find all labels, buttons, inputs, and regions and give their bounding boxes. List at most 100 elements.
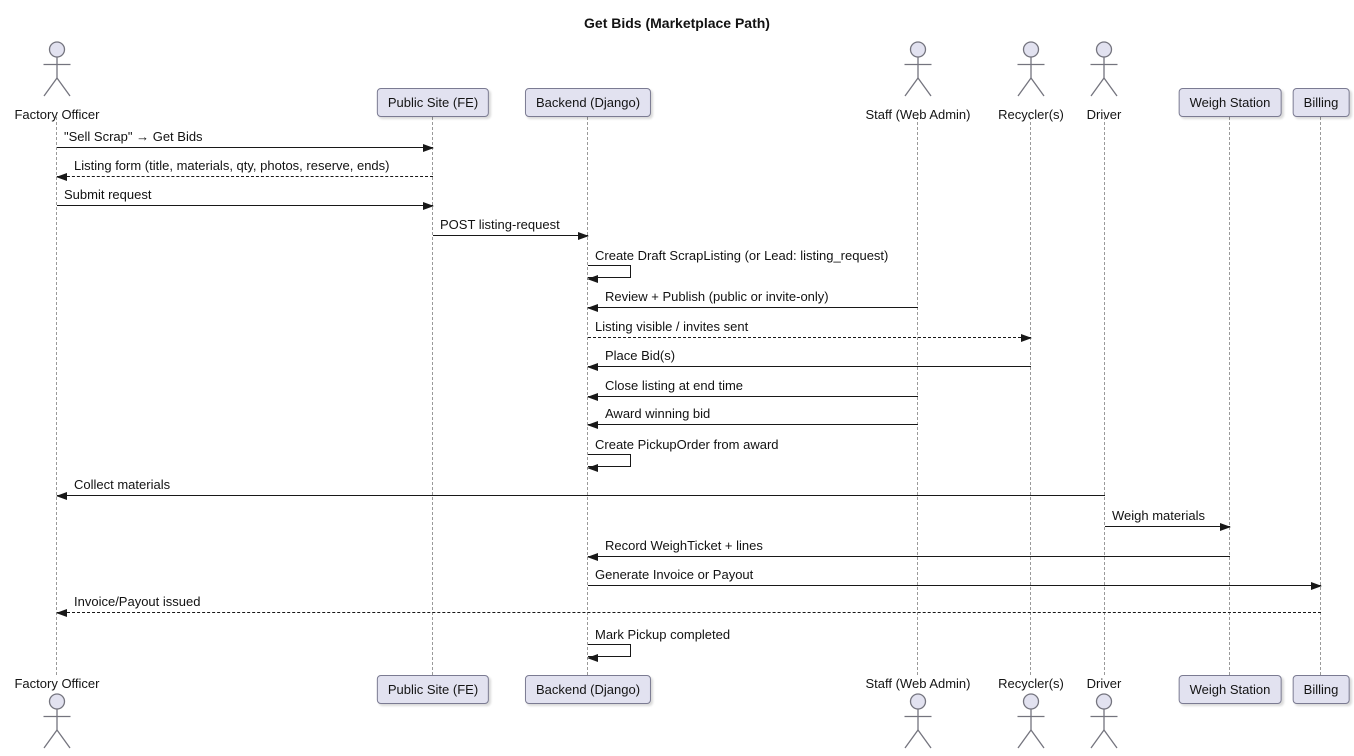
actor-staff-bottom: Staff (Web Admin) bbox=[843, 676, 993, 755]
message-label: Submit request bbox=[64, 187, 152, 202]
self-message-loop bbox=[588, 454, 631, 467]
actor-label: Factory Officer bbox=[14, 107, 100, 122]
actor-staff-top: Staff (Web Admin) bbox=[843, 41, 993, 122]
arrowhead-right-icon bbox=[423, 202, 434, 210]
stick-figure-icon bbox=[43, 41, 71, 97]
arrowhead-left-icon bbox=[587, 654, 598, 662]
message-post-listing-request: POST listing-request bbox=[433, 216, 589, 240]
message-line bbox=[588, 307, 918, 308]
message-label: Collect materials bbox=[74, 477, 171, 492]
arrowhead-right-icon bbox=[578, 232, 589, 240]
message-line bbox=[57, 612, 1321, 613]
stick-figure-icon bbox=[904, 41, 932, 97]
arrowhead-right-icon bbox=[1021, 334, 1032, 342]
stick-figure-icon bbox=[1017, 41, 1045, 97]
message-generate-invoice: Generate Invoice or Payout bbox=[588, 566, 1322, 590]
actor-driver-top: Driver bbox=[1029, 41, 1179, 122]
message-label: Close listing at end time bbox=[605, 378, 744, 393]
actor-driver-bottom: Driver bbox=[1029, 676, 1179, 755]
actor-recycler-top: Recycler(s) bbox=[956, 41, 1106, 122]
arrowhead-left-icon bbox=[587, 275, 598, 283]
actor-label: Recycler(s) bbox=[998, 107, 1064, 122]
message-collect-materials: Collect materials bbox=[56, 476, 1105, 500]
participant-backend-top: Backend (Django) bbox=[524, 88, 652, 117]
actor-label: Factory Officer bbox=[14, 676, 100, 691]
arrowhead-left-icon bbox=[56, 492, 67, 500]
message-submit-request: Submit request bbox=[57, 186, 434, 210]
message-invoice-payout-issued: Invoice/Payout issued bbox=[56, 593, 1321, 617]
message-label: POST listing-request bbox=[440, 217, 560, 232]
participant-public-site-top: Public Site (FE) bbox=[376, 88, 490, 117]
participant-billing-bottom: Billing bbox=[1292, 675, 1350, 704]
message-label: "Sell Scrap" → Get Bids bbox=[64, 129, 203, 144]
self-message-loop bbox=[588, 265, 631, 278]
message-label: Create PickupOrder from award bbox=[595, 437, 779, 452]
message-label: Place Bid(s) bbox=[605, 348, 676, 363]
actor-label: Recycler(s) bbox=[998, 676, 1064, 691]
message-mark-pickup-completed: Mark Pickup completed bbox=[587, 624, 730, 662]
stick-figure-icon bbox=[1017, 693, 1045, 749]
participant-weigh-station-top: Weigh Station bbox=[1178, 88, 1282, 117]
message-label: Invoice/Payout issued bbox=[74, 594, 201, 609]
arrowhead-left-icon bbox=[587, 304, 598, 312]
message-listing-form: Listing form (title, materials, qty, pho… bbox=[56, 157, 433, 181]
arrowhead-left-icon bbox=[56, 609, 67, 617]
actor-label: Driver bbox=[1086, 676, 1122, 691]
actor-label: Staff (Web Admin) bbox=[865, 676, 971, 691]
actor-factory-officer-top: Factory Officer bbox=[0, 41, 132, 122]
message-listing-visible: Listing visible / invites sent bbox=[588, 318, 1032, 342]
participant-weigh-station-bottom: Weigh Station bbox=[1178, 675, 1282, 704]
message-line bbox=[57, 176, 433, 177]
arrowhead-left-icon bbox=[56, 173, 67, 181]
diagram-title: Get Bids (Marketplace Path) bbox=[584, 15, 770, 31]
message-record-weighticket: Record WeighTicket + lines bbox=[587, 537, 1230, 561]
participant-billing-top: Billing bbox=[1292, 88, 1350, 117]
arrowhead-left-icon bbox=[587, 363, 598, 371]
participant-public-site-bottom: Public Site (FE) bbox=[376, 675, 490, 704]
message-label: Listing visible / invites sent bbox=[595, 319, 749, 334]
lifeline-recycler bbox=[1030, 117, 1031, 675]
message-line bbox=[588, 424, 918, 425]
message-line bbox=[57, 205, 433, 206]
lifeline-factory-officer bbox=[56, 117, 57, 675]
message-label: Record WeighTicket + lines bbox=[605, 538, 763, 553]
actor-recycler-bottom: Recycler(s) bbox=[956, 676, 1106, 755]
message-line bbox=[588, 337, 1031, 338]
stick-figure-icon bbox=[1090, 693, 1118, 749]
message-review-publish: Review + Publish (public or invite-only) bbox=[587, 288, 918, 312]
message-label: Create Draft ScrapListing (or Lead: list… bbox=[595, 248, 889, 263]
message-line bbox=[57, 147, 433, 148]
message-place-bids: Place Bid(s) bbox=[587, 347, 1031, 371]
self-message-loop bbox=[588, 644, 631, 657]
message-close-listing: Close listing at end time bbox=[587, 377, 918, 401]
actor-label: Driver bbox=[1086, 107, 1122, 122]
arrowhead-right-icon bbox=[1220, 523, 1231, 531]
participant-backend-bottom: Backend (Django) bbox=[524, 675, 652, 704]
stick-figure-icon bbox=[904, 693, 932, 749]
message-label: Review + Publish (public or invite-only) bbox=[605, 289, 829, 304]
message-line bbox=[433, 235, 588, 236]
message-create-draft-scraplisting: Create Draft ScrapListing (or Lead: list… bbox=[587, 245, 888, 283]
actor-label: Staff (Web Admin) bbox=[865, 107, 971, 122]
message-label: Generate Invoice or Payout bbox=[595, 567, 754, 582]
message-create-pickuporder: Create PickupOrder from award bbox=[587, 434, 779, 472]
arrowhead-left-icon bbox=[587, 464, 598, 472]
stick-figure-icon bbox=[1090, 41, 1118, 97]
arrowhead-left-icon bbox=[587, 553, 598, 561]
arrowhead-left-icon bbox=[587, 393, 598, 401]
lifeline-driver bbox=[1104, 117, 1105, 675]
message-line bbox=[57, 495, 1105, 496]
message-label: Weigh materials bbox=[1112, 508, 1205, 523]
lifeline-billing bbox=[1320, 117, 1321, 675]
lifeline-weigh-station bbox=[1229, 117, 1230, 675]
message-weigh-materials: Weigh materials bbox=[1105, 507, 1231, 531]
stick-figure-icon bbox=[43, 693, 71, 749]
message-line bbox=[588, 366, 1031, 367]
message-line bbox=[588, 556, 1230, 557]
message-line bbox=[1105, 526, 1230, 527]
message-sell-scrap: "Sell Scrap" → Get Bids bbox=[57, 128, 434, 152]
message-line bbox=[588, 396, 918, 397]
actor-factory-officer-bottom: Factory Officer bbox=[0, 676, 132, 755]
arrowhead-left-icon bbox=[587, 421, 598, 429]
